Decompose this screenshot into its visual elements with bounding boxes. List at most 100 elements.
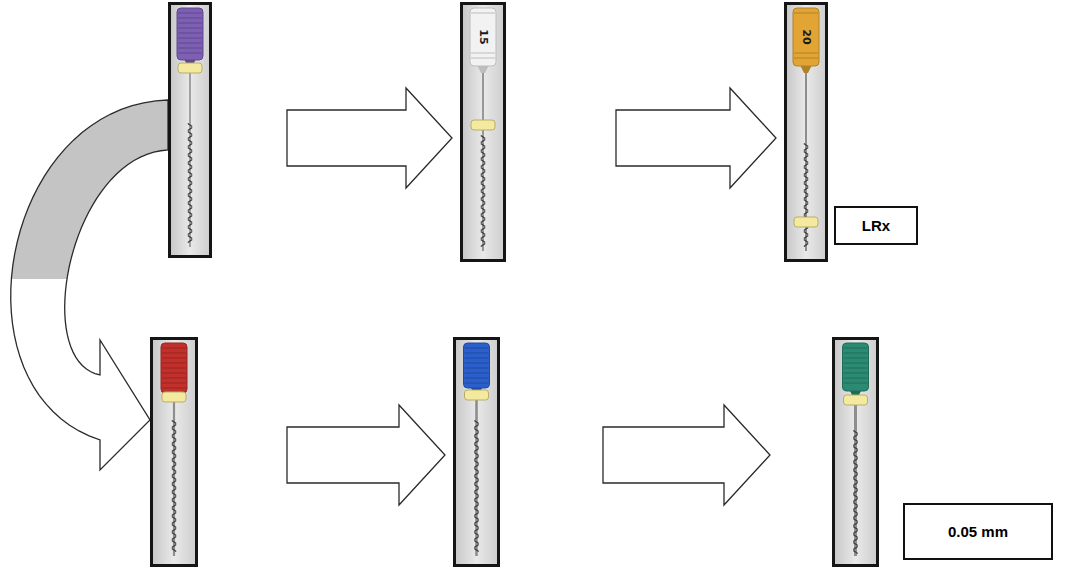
file-shaft (475, 385, 478, 556)
file-flute (172, 541, 176, 544)
file-flute (172, 433, 176, 436)
file-flute (481, 212, 485, 215)
file-flute (172, 549, 176, 552)
file-handle (470, 8, 496, 66)
file-flute (172, 525, 176, 528)
file-flute (188, 220, 192, 223)
handle-groove (162, 383, 186, 384)
file-flute (481, 152, 485, 155)
file-flute (188, 124, 192, 127)
file-flute (804, 156, 808, 159)
file-flute (172, 465, 176, 468)
file-flute (853, 539, 857, 542)
file-handle (464, 343, 490, 388)
file-flute (188, 160, 192, 163)
file-flute (188, 168, 192, 171)
file-flute (474, 545, 478, 548)
handle-groove (162, 373, 186, 374)
file-flute (172, 521, 176, 524)
file-flute (474, 489, 478, 492)
file-flute (804, 244, 808, 247)
file-flute (474, 457, 478, 460)
file-flute (804, 172, 808, 175)
file-flute (481, 172, 485, 175)
file-flute (481, 144, 485, 147)
file-flute (481, 224, 485, 227)
file-flute (853, 547, 857, 550)
file-flute (481, 160, 485, 163)
endodontic-file: 20 (784, 2, 828, 262)
file-flute (853, 431, 857, 434)
file-flute (188, 156, 192, 159)
file-flute (172, 529, 176, 532)
file-flute (804, 160, 808, 163)
file-flute (804, 196, 808, 199)
file-flute (474, 465, 478, 468)
file-flute (474, 485, 478, 488)
endodontic-file (453, 337, 500, 567)
file-flute (188, 148, 192, 151)
file-flute (172, 429, 176, 432)
box-label: LRx (862, 217, 890, 234)
handle-groove (178, 28, 202, 29)
file-flute (172, 457, 176, 460)
photo-ground (456, 340, 497, 564)
file-illustration (835, 340, 876, 564)
file-flute (804, 240, 808, 243)
handle-groove (162, 388, 186, 389)
file-flute (188, 136, 192, 139)
file-flute (474, 445, 478, 448)
file-flute (804, 168, 808, 171)
file-flute (481, 192, 485, 195)
file-flute (172, 537, 176, 540)
file-flute (804, 228, 808, 231)
file-flute (853, 523, 857, 526)
file-flute (188, 204, 192, 207)
handle-groove (465, 373, 489, 374)
file-flute (481, 232, 485, 235)
rubber-stop (465, 390, 489, 400)
file-flute (804, 176, 808, 179)
file-flute (474, 497, 478, 500)
handle-groove (465, 363, 489, 364)
block-arrow (287, 88, 452, 188)
file-flute (804, 192, 808, 195)
file-flute (172, 489, 176, 492)
file-flute (853, 499, 857, 502)
file-flute (474, 549, 478, 552)
file-flute (172, 461, 176, 464)
handle-groove (844, 348, 868, 349)
handle-groove (162, 353, 186, 354)
handle-groove (465, 353, 489, 354)
file-flute (474, 429, 478, 432)
handle-groove (465, 378, 489, 379)
file-flute (804, 236, 808, 239)
photo-ground (463, 5, 503, 259)
file-flute (172, 513, 176, 516)
file-flute (481, 240, 485, 243)
block-arrow (287, 405, 445, 505)
size-number: 15 (477, 29, 490, 44)
file-flute (172, 437, 176, 440)
file-flute (853, 519, 857, 522)
rubber-stop (794, 217, 818, 227)
file-flute (474, 513, 478, 516)
file-flute (188, 172, 192, 175)
file-flute (474, 449, 478, 452)
file-flute (474, 537, 478, 540)
file-flute (188, 200, 192, 203)
handle-groove (162, 368, 186, 369)
file-flute (853, 487, 857, 490)
endodontic-file (832, 337, 879, 567)
handle-groove (178, 43, 202, 44)
file-flute (188, 216, 192, 219)
file-flute (853, 455, 857, 458)
file-flute (853, 435, 857, 438)
file-flute (481, 188, 485, 191)
handle-groove (471, 58, 495, 59)
file-flute (172, 421, 176, 424)
file-flute (853, 459, 857, 462)
file-flute (474, 505, 478, 508)
file-flute (853, 479, 857, 482)
